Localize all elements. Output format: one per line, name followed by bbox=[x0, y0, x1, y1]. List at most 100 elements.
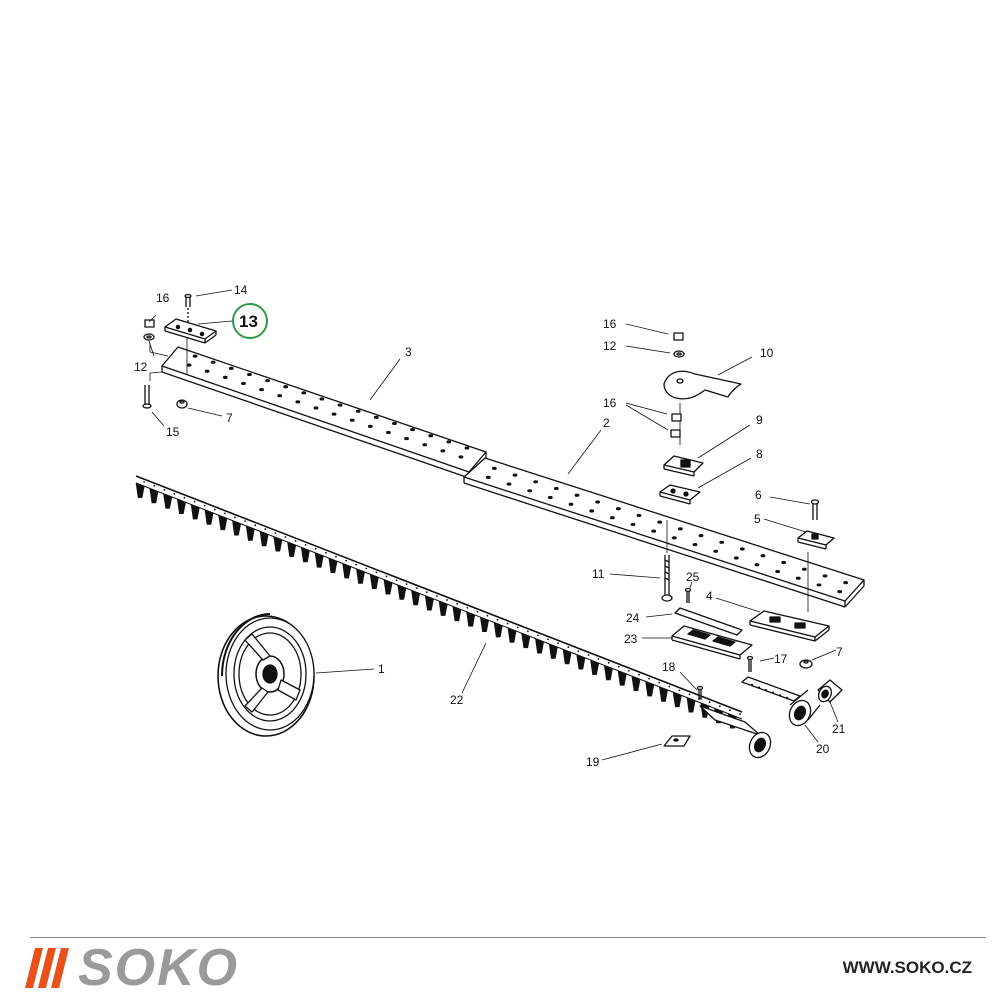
mounting-hole bbox=[739, 547, 745, 551]
footer-divider bbox=[30, 937, 986, 938]
mounting-hole bbox=[373, 415, 379, 419]
label-12-left: 12 bbox=[134, 360, 148, 374]
logo-bars-icon bbox=[25, 948, 69, 988]
mounting-hole bbox=[760, 554, 766, 558]
mounting-hole bbox=[259, 387, 264, 392]
label-3: 3 bbox=[405, 345, 412, 359]
label-16-right-top: 16 bbox=[603, 317, 617, 331]
part-12-washer-right bbox=[673, 350, 685, 358]
mounting-hole bbox=[485, 475, 491, 479]
soko-logo[interactable]: SOKO bbox=[25, 939, 240, 997]
part-4-plate bbox=[749, 610, 830, 642]
mounting-hole bbox=[295, 400, 301, 404]
mounting-hole bbox=[754, 563, 760, 567]
label-17: 17 bbox=[774, 652, 788, 666]
part-7-nut-left bbox=[176, 399, 188, 409]
mounting-hole bbox=[464, 446, 470, 450]
callout-labels: 1 2 3 4 5 6 7 7 8 9 10 11 12 12 13 14 15… bbox=[134, 283, 846, 769]
knife-rivet-dot bbox=[688, 693, 691, 696]
part-6-bolt bbox=[810, 499, 820, 520]
mounting-hole bbox=[192, 354, 198, 358]
part-12-washer-left bbox=[143, 333, 155, 341]
logo-text: SOKO bbox=[78, 939, 240, 997]
part-22-knife bbox=[135, 475, 772, 759]
knife-rivet-dot bbox=[628, 669, 630, 672]
part-2-guard-bar bbox=[463, 457, 865, 608]
mounting-hole bbox=[228, 366, 234, 370]
label-24: 24 bbox=[626, 611, 640, 625]
mounting-hole bbox=[265, 378, 270, 383]
mounting-hole bbox=[795, 576, 801, 580]
knife-rivet-dot bbox=[516, 626, 519, 629]
label-13: 13 bbox=[239, 312, 258, 331]
mounting-hole bbox=[283, 385, 289, 389]
mounting-hole bbox=[801, 567, 807, 571]
knife-rivet-dot bbox=[304, 544, 307, 546]
knife-rivet-dot bbox=[325, 551, 327, 554]
mounting-hole bbox=[349, 418, 355, 422]
part-16-nuts-right-mid bbox=[670, 413, 682, 438]
part-24-strip bbox=[674, 607, 743, 636]
label-2: 2 bbox=[603, 416, 610, 430]
knife-rivet-dot bbox=[466, 606, 469, 609]
knife-rivet-dot bbox=[658, 681, 660, 684]
knife-rivet-dot bbox=[345, 559, 347, 562]
mounting-hole bbox=[247, 372, 252, 377]
knife-rivet-dot bbox=[729, 709, 731, 711]
label-12-right: 12 bbox=[603, 339, 617, 353]
mounting-hole bbox=[533, 480, 539, 484]
mounting-hole bbox=[589, 509, 595, 513]
knife-rivet-dot bbox=[355, 563, 357, 566]
knife-rivet-dot bbox=[385, 575, 388, 578]
mounting-hole bbox=[506, 482, 512, 486]
mounting-hole bbox=[609, 516, 615, 520]
website-url[interactable]: WWW.SOKO.CZ bbox=[842, 958, 972, 977]
part-20-eye bbox=[788, 689, 821, 727]
knife-rivet-dot bbox=[708, 701, 711, 704]
knife-rivet-dot bbox=[678, 689, 681, 692]
part-7-nut-right bbox=[799, 659, 813, 669]
mounting-hole bbox=[677, 527, 683, 531]
mounting-hole bbox=[698, 533, 704, 538]
part-5-plate bbox=[797, 530, 835, 550]
mounting-hole bbox=[241, 381, 246, 386]
knife-rivet-dot bbox=[648, 677, 650, 680]
knife-rivet-dot bbox=[294, 540, 297, 542]
knife-head-hole bbox=[785, 696, 789, 700]
part-21-bushing bbox=[817, 679, 843, 703]
mounting-hole bbox=[775, 569, 781, 574]
part-11-bolt bbox=[661, 555, 673, 602]
knife-head-hole bbox=[757, 686, 761, 689]
knife-rivet-dot bbox=[436, 595, 438, 597]
part-16-nut-right-top bbox=[673, 332, 684, 341]
knife-rivet-dot bbox=[244, 520, 247, 523]
label-20: 20 bbox=[816, 742, 830, 756]
part-1-pulley bbox=[217, 613, 315, 737]
mounting-hole bbox=[636, 513, 642, 518]
mounting-hole bbox=[692, 542, 698, 547]
label-10: 10 bbox=[760, 346, 774, 360]
label-15: 15 bbox=[166, 425, 180, 439]
mounting-hole bbox=[822, 574, 828, 578]
label-7-left: 7 bbox=[226, 411, 233, 425]
knife-head-hole bbox=[778, 694, 782, 697]
knife-rivet-dot bbox=[476, 610, 479, 613]
highlight-circle-13 bbox=[232, 303, 268, 339]
label-25: 25 bbox=[686, 570, 700, 584]
mounting-hole bbox=[553, 486, 559, 491]
knife-rivet-dot bbox=[264, 528, 267, 531]
label-6: 6 bbox=[755, 488, 762, 502]
mounting-hole bbox=[843, 581, 849, 585]
mounting-hole bbox=[386, 430, 391, 435]
part-10-bracket bbox=[663, 370, 742, 400]
knife-rivet-dot bbox=[254, 524, 257, 527]
mounting-hole bbox=[719, 540, 725, 544]
knife-rivet-dot bbox=[547, 638, 549, 641]
knife-rivet-dot bbox=[739, 713, 741, 715]
knife-rivet-dot bbox=[274, 532, 277, 534]
knife-rivet-dot bbox=[335, 555, 337, 558]
mounting-hole bbox=[319, 397, 325, 401]
knife-rivet-dot bbox=[718, 705, 721, 708]
guide-line-left-lower bbox=[149, 371, 163, 381]
